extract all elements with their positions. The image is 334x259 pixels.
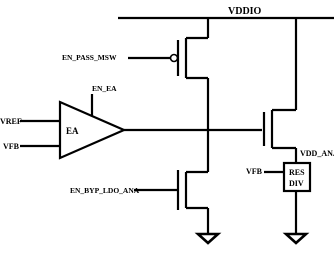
resistor-divider [264,158,312,234]
pmos-pass-switch [128,18,210,172]
res-div-label-1: RES [289,168,305,177]
vfb-input-label: VFB [3,142,20,151]
res-div-label-2: DIV [289,179,304,188]
en-byp-ldo-ana-label: EN_BYP_LDO_ANA [70,186,140,195]
vfb-divider-label: VFB [246,167,263,176]
vddio-label: VDDIO [228,6,262,17]
pass-transistor [262,18,298,158]
vdd-ana-label: VDD_ANA [300,149,334,158]
ground-icon [282,232,310,245]
ea-label: EA [66,126,79,136]
en-ea-label: EN_EA [92,84,117,93]
nmos-bypass-switch [134,170,210,234]
error-amplifier [20,94,262,160]
en-pass-msw-label: EN_PASS_MSW [62,53,117,62]
vref-label: VREF [0,117,22,126]
ground-icon [194,232,222,245]
